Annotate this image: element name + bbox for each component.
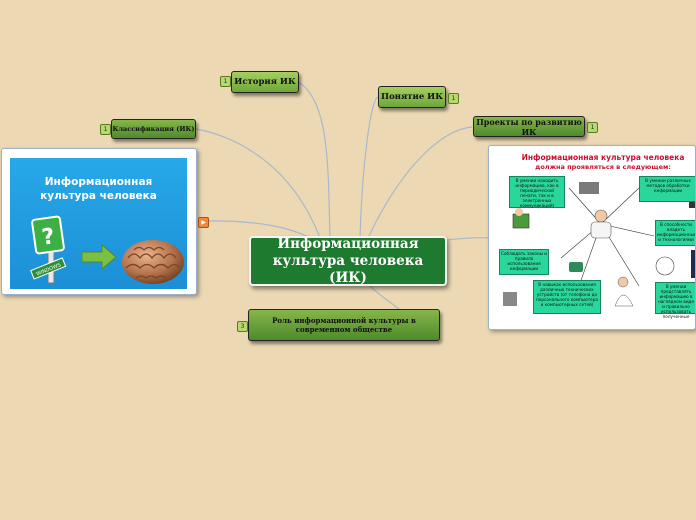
topic-classification-label: Классификация (ИК) (112, 125, 195, 133)
expand-badge[interactable]: 1 (100, 124, 111, 135)
topic-role[interactable]: Роль информационной культуры в современн… (248, 309, 440, 341)
sign-mark: ? (40, 224, 56, 251)
link-projects (367, 126, 473, 239)
person-icon (594, 209, 608, 223)
central-topic-label: Информационная культура человека (ИК) (272, 235, 424, 286)
infographic-box: В способности владеть информационными и … (655, 220, 695, 246)
topic-projects[interactable]: Проекты по развитию ИК (473, 116, 585, 137)
topic-classification[interactable]: Классификация (ИК) (111, 119, 196, 139)
arrow-badge[interactable]: ▶ (198, 217, 209, 228)
brain-icon (122, 240, 184, 284)
slide-background: Информационная культура человека ? WINDO… (10, 158, 187, 289)
topic-history-label: История ИК (234, 77, 296, 87)
infographic-box: В навыках использования различных технич… (533, 280, 601, 314)
infographic-title: Информационная культура человека (521, 153, 685, 162)
topic-concept[interactable]: Понятие ИК (378, 86, 446, 108)
infographic-box: В умении представлять информацию в нагля… (655, 282, 695, 319)
central-topic[interactable]: Информационная культура человека (ИК) (249, 236, 447, 286)
green-arrow-icon (82, 244, 117, 270)
topic-concept-label: Понятие ИК (381, 92, 443, 102)
expand-badge[interactable]: 1 (220, 76, 231, 87)
printer-icon (579, 182, 599, 194)
link-classification (195, 128, 321, 239)
phone-icon (569, 262, 583, 272)
expand-badge[interactable]: 1 (448, 93, 459, 104)
fax-icon (503, 292, 517, 306)
expand-badge[interactable]: 1 (587, 122, 598, 133)
infographic-connectors (503, 178, 695, 308)
monitor-icon (512, 213, 530, 229)
topic-projects-label: Проекты по развитию ИК (476, 116, 582, 137)
slide-title: Информационная культура человека (40, 176, 157, 202)
question-sign-icon: ? WINDOWS (30, 215, 67, 284)
infographic-box: В умении различных методов обработки инф… (639, 176, 695, 202)
link-image-right (446, 237, 489, 241)
infographic-box: В умении находить информацию, как в пери… (509, 176, 565, 208)
link-concept (359, 96, 379, 239)
infographic-box: Соблюдать законы и правила использования… (499, 249, 549, 275)
topic-role-label: Роль информационной культуры в современн… (272, 316, 416, 334)
link-history (297, 81, 331, 239)
expand-badge[interactable]: 3 (237, 321, 248, 332)
topic-history[interactable]: История ИК (231, 71, 299, 93)
globe-icon (655, 256, 675, 276)
infographic-subtitle: должна проявляться в следующем: (535, 163, 671, 171)
image-infographic-right[interactable]: Информационная культура человека должна … (488, 145, 696, 330)
image-slide-left[interactable]: Информационная культура человека ? WINDO… (1, 148, 197, 295)
